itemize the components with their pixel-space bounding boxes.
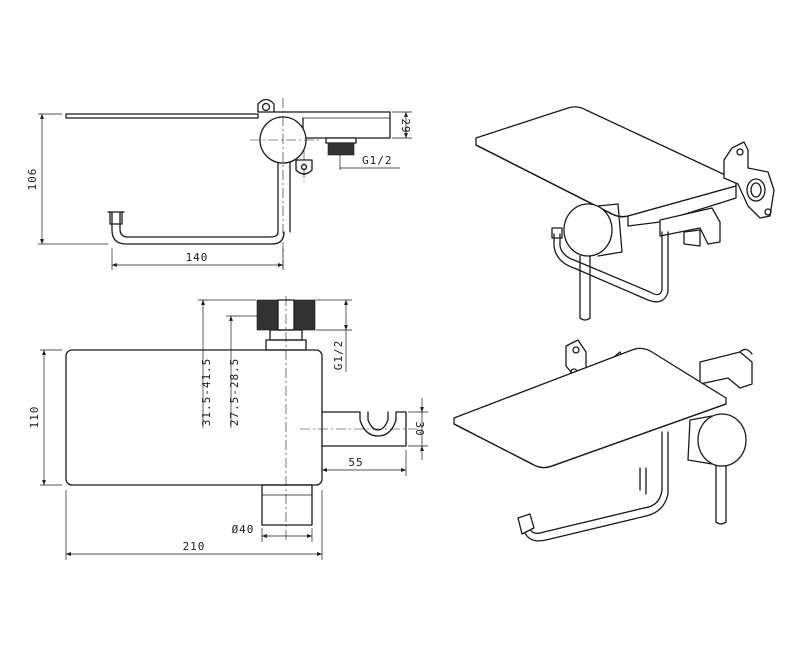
- isometric-upper-view: [475, 106, 775, 321]
- bracket-ear-top: [257, 98, 275, 113]
- iso2-round-body: [697, 413, 747, 467]
- iso-round-body: [563, 203, 613, 257]
- holder-cradle: [359, 411, 407, 447]
- holder-arm: [321, 411, 361, 447]
- iso-vertical-arm: [579, 255, 591, 319]
- inlet-nut-side: [327, 142, 355, 156]
- iso-bracket: [723, 141, 775, 219]
- dim-diameter-label: Ø40: [232, 523, 255, 536]
- side-thread-label: G1/2: [362, 154, 393, 167]
- dim-55-label: 55: [348, 456, 363, 469]
- dim-range-outer-label: 31.5-41.5: [200, 358, 213, 427]
- roll-bar-inner: [119, 211, 279, 238]
- dim-106-label: 106: [26, 168, 39, 191]
- dim-29-label: 29: [399, 118, 412, 133]
- iso2-shelf-slab: [453, 347, 727, 469]
- shelf-plate: [65, 113, 259, 119]
- dim-30-label: 30: [413, 421, 426, 436]
- isometric-lower-view: [453, 339, 753, 542]
- dim-110-label: 110: [28, 406, 41, 429]
- vertical-arm: [277, 162, 291, 233]
- side-elevation-view: 106 140 29 G1/2: [26, 98, 412, 270]
- dim-140-label: 140: [186, 251, 209, 264]
- roll-bar-outer: [111, 211, 285, 245]
- top-plan-view: 110 210 31.5-41.5 27.5-28.5 G1/2 30 55: [28, 296, 428, 560]
- plate-outline: [65, 349, 323, 486]
- iso-roll-bar: [553, 231, 669, 303]
- top-thread-label: G1/2: [332, 340, 345, 371]
- dim-210-label: 210: [183, 540, 206, 553]
- iso2-vertical-arm: [715, 465, 727, 523]
- bracket-ear-bottom: [295, 159, 313, 175]
- dim-range-inner-label: 27.5-28.5: [228, 358, 241, 427]
- iso2-holder: [699, 351, 753, 389]
- iso2-roll-bar: [523, 431, 669, 542]
- round-body-plan: [261, 484, 313, 526]
- iso-holder: [659, 207, 721, 245]
